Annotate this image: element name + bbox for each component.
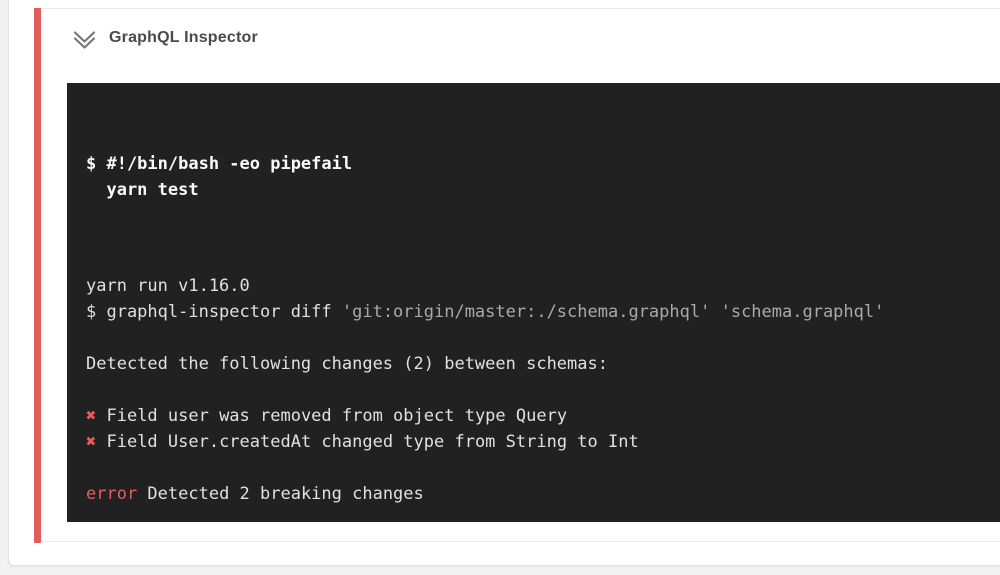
terminal-line [86,325,1000,351]
terminal-text-segment: ✖ [86,432,97,452]
terminal-text-segment: Field user was removed from object type … [96,406,568,426]
terminal-line: error Detected 2 breaking changes [86,481,1000,507]
terminal-text-segment: ✖ [86,406,97,426]
step-card: GraphQL Inspector $ #!/bin/bash -eo pipe… [34,8,1000,543]
collapse-chevron-icon[interactable] [72,28,97,49]
terminal-text-segment: Detected the following changes (2) betwe… [86,354,608,374]
terminal-text-segment: yarn test [86,180,199,200]
step-header[interactable]: GraphQL Inspector [41,9,1000,67]
terminal-line [86,455,1000,481]
failure-accent-stripe [34,8,41,543]
terminal-line: yarn test [86,177,1000,203]
terminal-text-segment: Field User.createdAt changed type from S… [96,432,639,452]
terminal-output: $ #!/bin/bash -eo pipefail yarn test yar… [67,83,1000,522]
terminal-line [86,377,1000,403]
terminal-line: yarn run v1.16.0 [86,273,1000,299]
terminal-line: $ #!/bin/bash -eo pipefail [86,151,1000,177]
terminal-line [86,507,1000,522]
terminal-text-segment: error [86,484,138,504]
terminal-command-block: $ #!/bin/bash -eo pipefail yarn test [86,151,1000,203]
step-title: GraphQL Inspector [109,29,258,46]
terminal-line: ✖ Field User.createdAt changed type from… [86,429,1000,455]
terminal-text-segment: yarn run v1.16.0 [86,276,250,296]
terminal-log-block: yarn run v1.16.0 $ graphql-inspector diff… [86,273,1000,522]
terminal-text-segment [710,302,720,322]
terminal-line: ✖ Field user was removed from object typ… [86,403,1000,429]
terminal-text-segment: 'schema.graphql' [720,302,885,322]
build-step-panel: GraphQL Inspector $ #!/bin/bash -eo pipe… [8,0,1000,566]
terminal-text-segment: $ #!/bin/bash -eo pipefail [86,154,353,174]
terminal-text-segment: 'git:origin/master:./schema.graphql' [341,302,711,322]
terminal-line: $ graphql-inspector diff 'git:origin/mas… [86,299,1000,325]
terminal-text-segment: $ graphql-inspector diff [86,302,342,322]
terminal-line: Detected the following changes (2) betwe… [86,351,1000,377]
terminal-text-segment: Detected 2 breaking changes [137,484,424,504]
